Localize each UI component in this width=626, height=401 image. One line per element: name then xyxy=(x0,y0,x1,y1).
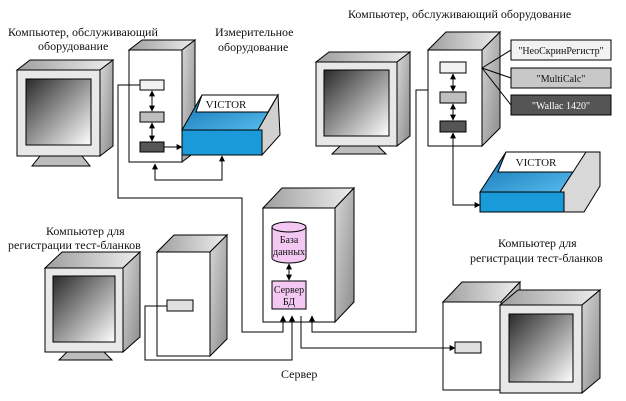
db-server-label-line1: Сервер xyxy=(274,285,304,296)
label-left-service-line1: Компьютер, обслуживающий xyxy=(8,25,158,39)
software-neoscreen-label: "НеоСкринРегистр" xyxy=(518,46,603,57)
tower-right-service xyxy=(426,30,502,148)
monitor-bottom-right xyxy=(498,288,602,395)
server-tower: База данных Сервер БД xyxy=(261,186,356,324)
label-left-service-line2: оборудование xyxy=(38,39,108,53)
label-measuring-line1: Измерительное xyxy=(215,25,294,39)
tower-bottom-left xyxy=(155,233,229,358)
monitor-top-right xyxy=(314,50,412,155)
label-left-registration-line1: Компьютер для xyxy=(46,224,125,238)
label-right-service: Компьютер, обслуживающий оборудование xyxy=(348,7,571,21)
database-label-line2: данных xyxy=(273,247,305,258)
label-measuring-line2: оборудование xyxy=(218,40,288,54)
software-multicalc-label: "MultiCalc" xyxy=(537,74,586,85)
victor-right-label: VICTOR xyxy=(516,157,557,169)
label-right-registration-line2: регистрации тест-бланков xyxy=(470,251,603,265)
label-left-registration-line2: регистрации тест-бланков xyxy=(8,238,141,252)
db-server-label-line2: БД xyxy=(283,297,295,308)
monitor-bottom-left xyxy=(43,250,142,361)
victor-left-label: VICTOR xyxy=(206,99,247,111)
software-list: "НеоСкринРегистр" "MultiCalc" "Wallac 14… xyxy=(481,39,612,116)
label-right-registration-line1: Компьютер для xyxy=(498,236,577,250)
monitor-top-left xyxy=(15,58,115,167)
victor-device-right: VICTOR xyxy=(479,151,601,213)
database-label-line1: База xyxy=(280,235,299,246)
software-wallac-label: "Wallac 1420" xyxy=(532,101,590,112)
victor-device-left: VICTOR xyxy=(181,93,281,157)
label-server: Сервер xyxy=(281,367,317,381)
